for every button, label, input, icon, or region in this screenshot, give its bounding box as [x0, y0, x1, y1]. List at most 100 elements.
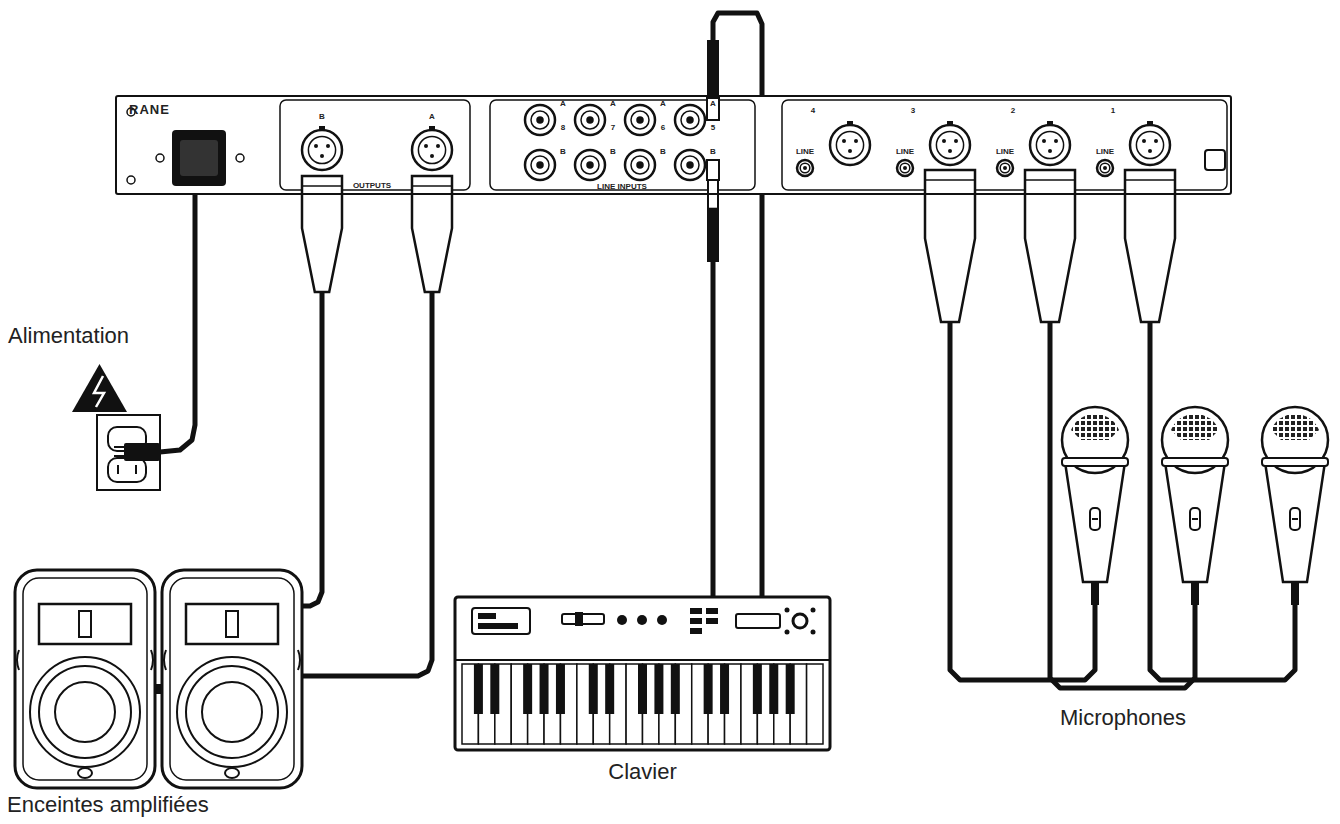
keyboard-drawing-part: [478, 613, 496, 619]
cable-plugs-part: [302, 185, 342, 187]
speaker-cabinets-part: [17, 650, 19, 670]
connector-jacks-part: [803, 166, 807, 170]
keyboard-drawing-part: [474, 664, 483, 714]
connector-jacks-part: [948, 149, 952, 153]
cable-plugs-part: [707, 209, 719, 262]
keyboard-drawing-part: [706, 618, 718, 624]
cable-plugs-part: [1125, 170, 1175, 322]
connector-jacks-part: [625, 105, 655, 135]
microphone-drawings-part: [1071, 414, 1119, 440]
device-group: Enceintes amplifiées: [15, 570, 302, 788]
connector-jacks-part: [675, 105, 705, 135]
connector-jacks-part: [320, 154, 324, 158]
connector-jacks-part: [936, 131, 963, 158]
connector-jacks-part: [997, 160, 1013, 176]
panel-marking: 7: [611, 123, 615, 132]
panel-marking: OUTPUTS: [353, 181, 391, 190]
connector-jacks-part: [525, 150, 555, 180]
cable-plugs-part: [925, 170, 975, 322]
microphone-drawings-part: [1262, 458, 1328, 466]
connector-jacks-part: [586, 116, 594, 124]
connector-jacks-part: [681, 156, 699, 174]
microphone-drawings-part: [1162, 407, 1228, 473]
connector-jacks-part: [531, 156, 549, 174]
device-group: Alimentation: [97, 415, 160, 490]
power-outlet-part: [114, 455, 124, 457]
connector-jacks-part: [308, 136, 335, 163]
microphone-drawings-part: [1191, 582, 1199, 605]
connector-jacks-part: [581, 156, 599, 174]
speaker-cabinets-part: [298, 650, 300, 670]
keyboard-drawing-part: [575, 612, 583, 626]
device-group: Clavier: [455, 597, 830, 750]
device-group: Microphones: [1040, 400, 1335, 605]
power-outlet-part: [124, 443, 160, 461]
keyboard-drawing-part: [638, 664, 647, 714]
connector-jacks-part: [436, 144, 440, 148]
cable-plugs-part: [1025, 179, 1075, 181]
microphone-drawings-part: [1062, 407, 1128, 473]
keyboard-drawing-part: [637, 615, 647, 625]
connector-jacks-part: [1147, 121, 1153, 126]
speaker-cabinets-part: [78, 768, 92, 778]
mixer-unit: RANE: [115, 95, 1232, 195]
microphone-drawings-part: [1062, 458, 1128, 466]
connector-jacks-part: [842, 139, 846, 143]
connector-jacks-part: [631, 111, 649, 129]
microphone-drawings-part: [1292, 518, 1298, 520]
brand-logo: RANE: [129, 103, 170, 118]
connector-jacks-part: [525, 105, 555, 135]
power-outlet-part: [135, 465, 137, 474]
connector-jacks-part: [797, 160, 813, 176]
panel-marking: 8: [561, 123, 565, 132]
connector-jacks-part: [302, 130, 342, 170]
keyboard-drawing-part: [785, 630, 790, 635]
keyboard-drawing-part: [617, 615, 627, 625]
microphone-drawings-part: [1092, 518, 1098, 520]
keyboard-drawing-part: [455, 597, 830, 750]
connector-jacks-part: [836, 131, 863, 158]
speaker-cabinets-part: [164, 650, 166, 670]
keyboard-drawing-part: [811, 608, 816, 613]
microphone-drawings-part: [1262, 407, 1328, 473]
device-caption: Alimentation: [8, 323, 129, 348]
connector-jacks-part: [631, 156, 649, 174]
audio-cable: [160, 195, 195, 452]
keyboard-drawing-part: [786, 664, 795, 714]
connector-jacks-part: [897, 160, 913, 176]
microphone-drawings-part: [1091, 582, 1099, 605]
speaker-cabinets: [15, 570, 302, 788]
mixer-panel-part: [180, 140, 218, 176]
mixer-panel-part: [115, 95, 1232, 195]
connector-jacks-part: [314, 144, 318, 148]
connector-jacks-part: [1154, 139, 1158, 143]
microphone-drawings-part: [1291, 582, 1299, 605]
panel-marking: B: [710, 147, 716, 156]
connector-jacks-part: [1000, 163, 1010, 173]
panel-marking: 1: [1111, 106, 1115, 115]
keyboard-drawing-part: [753, 664, 762, 714]
connector-jacks-part: [1042, 139, 1046, 143]
power-outlet-part: [108, 458, 146, 482]
connector-jacks-part: [625, 150, 655, 180]
connector-jacks-part: [581, 111, 599, 129]
connector-jacks-part: [1148, 149, 1152, 153]
power-outlet-part: [72, 364, 127, 412]
connector-jacks-part: [536, 161, 544, 169]
keyboard-drawing-part: [490, 664, 499, 714]
cable-plugs-part: [707, 40, 719, 96]
panel-marking: LINE: [1096, 147, 1114, 156]
cable-plugs: [302, 40, 1175, 322]
mixer-panel: [115, 95, 1232, 195]
keyboard-drawing-part: [654, 664, 663, 714]
cable-plugs-part: [707, 160, 719, 180]
panel-marking: B: [660, 147, 666, 156]
microphone-drawings-part: [1165, 462, 1225, 582]
device-caption: Clavier: [608, 759, 676, 784]
connector-jacks-part: [1054, 139, 1058, 143]
speaker-cabinets-part: [39, 666, 131, 758]
keyboard-drawing-part: [785, 608, 790, 613]
microphone-drawings-part: [1290, 508, 1300, 530]
